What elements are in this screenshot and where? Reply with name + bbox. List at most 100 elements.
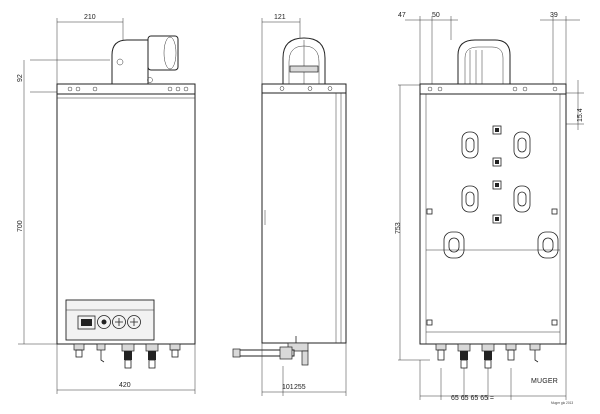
connector — [121, 343, 135, 352]
back-view: 47 50 39 15.4 753 — [395, 12, 584, 405]
connector — [481, 343, 495, 352]
fixing-square — [551, 208, 558, 215]
flue-bolt — [147, 77, 153, 83]
bracket-hole — [512, 86, 518, 92]
slot-inner — [517, 191, 527, 207]
bracket-hole — [67, 86, 73, 92]
knob-right — [127, 315, 141, 329]
flue-opening — [163, 36, 177, 70]
flue-bolt — [116, 58, 124, 66]
plate-text: Muger glo 2013 — [551, 401, 573, 405]
connector — [435, 343, 447, 351]
slot — [513, 131, 531, 159]
pipe-nut — [279, 346, 293, 360]
front-connections — [73, 343, 181, 369]
valve-body — [124, 351, 132, 360]
fixing-square — [426, 208, 433, 215]
brand-label: MUGER — [531, 378, 558, 385]
connector — [145, 343, 159, 352]
connector-pipe — [171, 349, 179, 358]
valve-body — [484, 351, 492, 360]
fixing-square — [551, 319, 558, 326]
dim-label-flue-height: 92 — [17, 74, 24, 82]
bracket-hole — [427, 86, 433, 92]
knob-center — [101, 319, 107, 325]
fixing-hole — [495, 183, 499, 187]
fixing-points — [426, 125, 558, 326]
connector — [529, 343, 541, 351]
dim-label-side-top: 121 — [274, 14, 286, 21]
slot — [461, 185, 479, 213]
fixing-hole — [495, 217, 499, 221]
dim-label-side-bottom-right: 255 — [294, 384, 306, 391]
mounting-slots — [443, 131, 559, 259]
dim-label-back-height: 753 — [395, 222, 402, 234]
fixing-square — [492, 214, 502, 224]
knob-mark — [115, 318, 123, 326]
slot — [461, 131, 479, 159]
connector-pipe — [437, 349, 445, 361]
dim-label-body-height: 700 — [17, 220, 24, 232]
back-flue — [457, 39, 511, 85]
bracket-hole — [552, 86, 558, 92]
valve-body — [460, 351, 468, 360]
fixing-square — [492, 125, 502, 135]
bracket-hole — [307, 86, 313, 91]
connector — [96, 343, 106, 351]
slot — [537, 231, 559, 259]
pipe-fitting — [301, 350, 309, 366]
slot-inner — [542, 237, 554, 253]
side-casing — [261, 92, 347, 344]
back-connections — [435, 343, 541, 369]
knob-middle — [112, 315, 126, 329]
connector — [457, 343, 471, 352]
dim-label-back-right: 15.4 — [577, 108, 584, 122]
slot — [513, 185, 531, 213]
dim-label-back-b: 50 — [432, 12, 440, 19]
display-screen — [81, 319, 92, 326]
slot-inner — [465, 191, 475, 207]
side-bracket — [261, 83, 347, 94]
bracket-hole — [279, 86, 285, 91]
slot — [443, 231, 465, 259]
side-view: 121 101 255 — [232, 14, 347, 396]
dim-label-back-bottom: 65 65 65 65 = — [451, 395, 494, 402]
connector — [505, 343, 517, 351]
connector-pipe — [100, 350, 105, 363]
pipe-cap — [232, 348, 241, 358]
connector-pipe — [124, 359, 132, 369]
bracket-hole — [175, 86, 181, 92]
flue-elbow — [111, 39, 149, 85]
dim-label-side-bottom-left: 101 — [282, 384, 294, 391]
fixing-square — [426, 319, 433, 326]
bracket-hole — [167, 86, 173, 92]
connector-pipe — [460, 359, 468, 369]
dim-label-bottom-width: 420 — [119, 382, 131, 389]
bracket-hole — [522, 86, 528, 92]
bracket-hole — [75, 86, 81, 92]
dim-label-top-width: 210 — [84, 14, 96, 21]
bracket-hole — [92, 86, 98, 92]
top-bracket — [56, 83, 196, 95]
dim-label-back-c: 39 — [550, 12, 558, 19]
connector-pipe — [75, 349, 83, 358]
fixing-hole — [495, 128, 499, 132]
slot-inner — [517, 137, 527, 153]
flue-band — [289, 65, 319, 73]
connector-pipe — [484, 359, 492, 369]
connector — [169, 343, 181, 351]
connector-pipe — [507, 349, 515, 361]
fixing-hole — [495, 160, 499, 164]
flue-outlet — [147, 35, 179, 71]
bracket-hole — [437, 86, 443, 92]
valve-body — [148, 351, 156, 360]
connector — [73, 343, 85, 351]
connector-pipe — [148, 359, 156, 369]
dim-label-back-a: 47 — [398, 12, 406, 19]
bracket-hole — [327, 86, 333, 91]
slot-inner — [465, 137, 475, 153]
back-flue-inner — [464, 46, 504, 84]
bracket-hole — [183, 86, 189, 92]
connector-pipe — [534, 350, 539, 363]
